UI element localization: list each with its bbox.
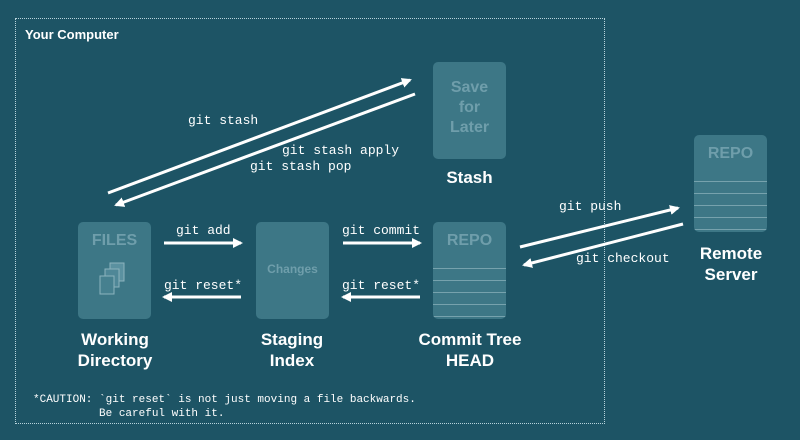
working-directory-label: Working Directory [60, 329, 170, 371]
repo-title: REPO [446, 232, 493, 249]
staging-index-line1: Staging [260, 330, 324, 349]
commit-tree-line1: Commit Tree [418, 330, 522, 349]
arrow-git-push [519, 205, 680, 249]
staging-index-box: Changes [256, 222, 329, 319]
cmd-git-stash: git stash [188, 113, 259, 128]
stash-box-line3: Later [449, 119, 490, 136]
cmd-git-stash-pop: git stash pop [250, 159, 352, 174]
cmd-git-add: git add [176, 223, 231, 238]
working-directory-line2: Directory [77, 351, 153, 370]
files-icon [99, 262, 125, 295]
commit-tree-box: REPO [433, 222, 506, 319]
stash-box-line1: Save [450, 79, 489, 96]
remote-repo-box: REPO [694, 135, 767, 232]
stash-label: Stash [446, 168, 493, 187]
remote-server-line2: Server [704, 265, 758, 284]
cmd-git-checkout: git checkout [576, 251, 670, 266]
cmd-git-stash-apply: git stash apply [282, 143, 400, 158]
changes-title: Changes [267, 262, 318, 276]
file-sheet-front [99, 275, 115, 295]
remote-repo-title: REPO [707, 145, 754, 162]
commit-tree-label: Commit Tree HEAD [405, 329, 535, 371]
stash-box-line2: for [458, 99, 481, 116]
caution-line1: *CAUTION: `git reset` is not just moving… [33, 394, 416, 406]
caution-line2: Be careful with it. [33, 408, 225, 420]
repo-commit-lines [433, 257, 506, 319]
stash-box: Save for Later [433, 62, 506, 159]
your-computer-frame [15, 18, 605, 424]
caution-note: *CAUTION: `git reset` is not just moving… [33, 393, 416, 421]
remote-server-label: Remote Server [676, 243, 786, 285]
cmd-git-commit: git commit [342, 223, 421, 238]
frame-title: Your Computer [25, 27, 119, 42]
working-directory-box: FILES [78, 222, 151, 319]
cmd-git-reset-2: git reset* [342, 278, 421, 293]
commit-tree-line2: HEAD [445, 351, 495, 370]
working-directory-line1: Working [81, 330, 149, 349]
arrow-git-stash-apply [114, 92, 416, 207]
cmd-git-push: git push [559, 199, 622, 214]
remote-server-line1: Remote [699, 244, 763, 263]
arrow-git-checkout [522, 222, 684, 268]
staging-index-label: Staging Index [237, 329, 347, 371]
staging-index-line2: Index [269, 351, 315, 370]
remote-commit-lines [694, 170, 767, 232]
arrow-git-stash [107, 78, 412, 195]
cmd-git-reset-1: git reset* [164, 278, 243, 293]
files-title: FILES [91, 232, 138, 249]
